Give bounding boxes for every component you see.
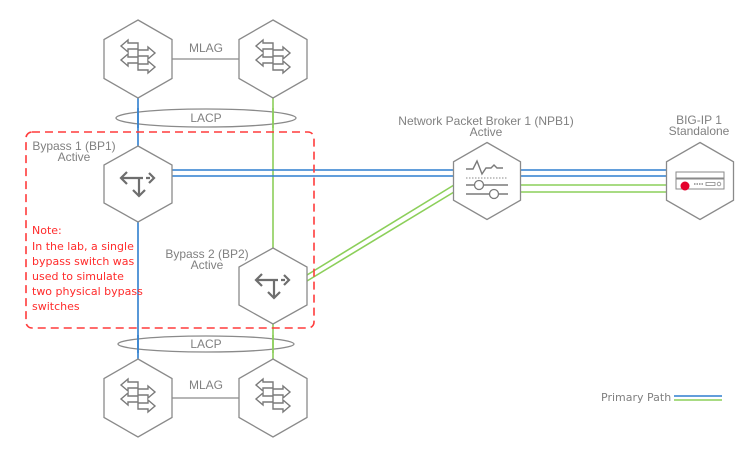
f5-logo-icon (680, 181, 690, 191)
bp2-status-label: Active (191, 258, 224, 272)
bypass-arrows-icon (119, 171, 156, 198)
legend-primary-path-label: Primary Path (601, 391, 671, 404)
note-line: In the lab, a single (32, 240, 134, 253)
appliance-icon (675, 171, 725, 191)
bigip1-status-label: Standalone (669, 124, 730, 138)
npb1-name-label: Network Packet Broker 1 (NPB1) (398, 114, 573, 128)
lab-note: Note: In the lab, a single bypass switch… (32, 224, 143, 313)
legend: Primary Path (601, 391, 722, 404)
bypass-switch-bp2[interactable] (238, 247, 308, 325)
lab-note-box (25, 131, 315, 329)
note-line: Note: (32, 224, 62, 237)
switch-bottom-right[interactable] (238, 358, 308, 438)
network-packet-broker-npb1[interactable] (452, 141, 522, 221)
switch-arrows-icon (254, 377, 292, 414)
primary-path-green-bp2-npb1-b (306, 191, 455, 282)
bypass-arrows-icon (254, 273, 291, 300)
bypass-switch-bp1[interactable] (103, 145, 173, 223)
note-line: bypass switch was (32, 255, 135, 268)
note-line: two physical bypass (32, 285, 143, 298)
note-line: used to simulate (32, 270, 124, 283)
switch-arrows-icon (254, 38, 292, 75)
bp1-status-label: Active (58, 150, 91, 164)
bp1-name-label: Bypass 1 (BP1) (32, 139, 115, 153)
mlag-label-bottom: MLAG (189, 378, 223, 392)
lacp-label-top: LACP (190, 111, 221, 125)
packet-broker-icon (466, 159, 508, 200)
bigip-1-appliance[interactable] (665, 141, 735, 221)
bp2-name-label: Bypass 2 (BP2) (165, 247, 248, 261)
bigip1-name-label: BIG-IP 1 (676, 113, 722, 127)
switch-arrows-icon (119, 377, 157, 414)
primary-path-green-bp2-npb1-a (306, 184, 455, 276)
npb1-status-label: Active (470, 125, 503, 139)
switch-top-left[interactable] (103, 19, 173, 99)
switch-bottom-left[interactable] (103, 358, 173, 438)
lacp-label-bottom: LACP (190, 337, 221, 351)
mlag-label-top: MLAG (189, 41, 223, 55)
switch-arrows-icon (119, 38, 157, 75)
switch-top-right[interactable] (238, 19, 308, 99)
lacp-bundle-bottom (117, 335, 295, 353)
note-line: switches (32, 300, 80, 313)
lacp-bundle-top (115, 108, 297, 128)
